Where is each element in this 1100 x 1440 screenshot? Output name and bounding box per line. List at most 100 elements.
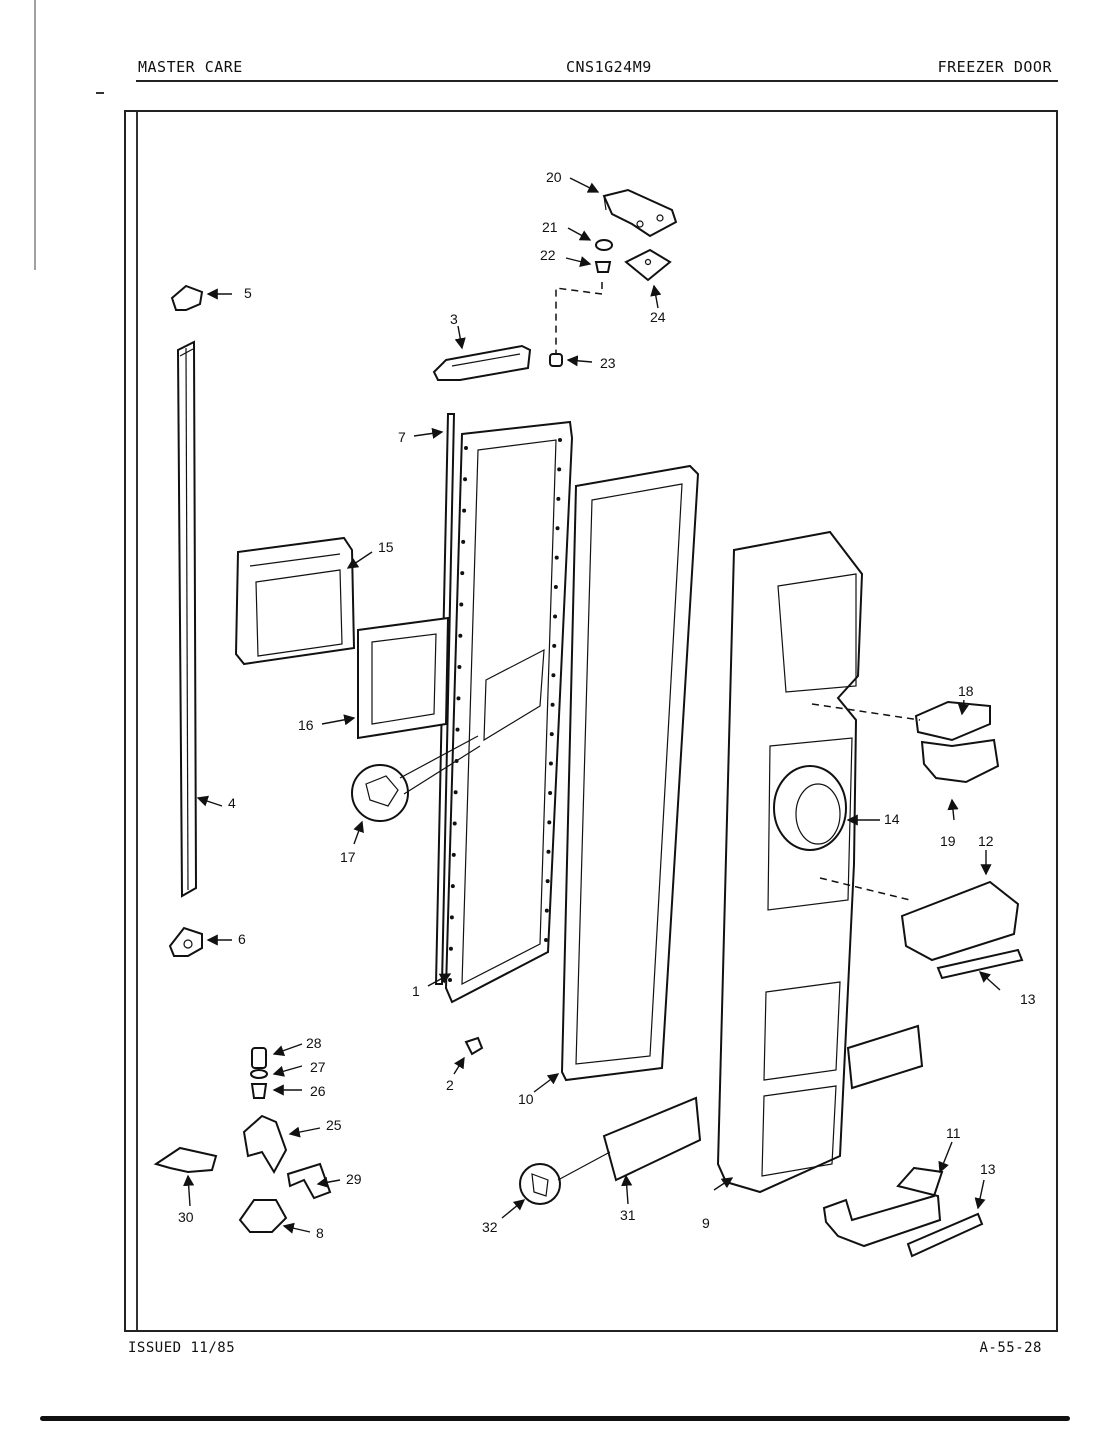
callout-20: 20 xyxy=(546,169,562,185)
rivet-dot xyxy=(455,727,460,732)
part-19-lamp-socket xyxy=(920,738,1000,784)
part-32-detail-circle xyxy=(519,1151,611,1205)
callout-28: 28 xyxy=(306,1035,322,1051)
callout-2: 2 xyxy=(446,1077,454,1093)
part-30-hinge-plate xyxy=(153,1146,218,1174)
callout-21: 21 xyxy=(542,219,558,235)
scan-bottom-bar xyxy=(40,1416,1070,1421)
scan-edge-mark xyxy=(34,0,36,270)
rivet-dot xyxy=(452,821,457,826)
rivet-dot xyxy=(548,790,553,795)
part-29-bracket xyxy=(286,1162,332,1200)
callout-10: 10 xyxy=(518,1091,534,1107)
rivet-dot xyxy=(548,761,553,766)
stray-mark xyxy=(96,92,104,94)
header-section: FREEZER DOOR xyxy=(937,58,1052,76)
rivet-dot xyxy=(546,849,551,854)
rivet-dot xyxy=(448,946,453,951)
rivet-dot xyxy=(555,526,560,531)
part-24-shim-plate xyxy=(624,248,672,282)
callout-12: 12 xyxy=(978,833,994,849)
header-rule xyxy=(136,80,1058,82)
part-25-bottom-hinge-bracket xyxy=(242,1114,288,1175)
callout-13-lower: 13 xyxy=(980,1161,996,1177)
part-6-door-stop xyxy=(168,926,203,957)
rivet-dot xyxy=(451,852,456,857)
rivet-dot xyxy=(558,438,562,442)
frame-inner-rule xyxy=(136,112,138,1330)
callout-18: 18 xyxy=(958,683,974,699)
rivet-dot xyxy=(554,555,559,560)
part-12-door-shelf xyxy=(900,880,1020,962)
rivet-dot xyxy=(449,915,454,920)
callout-25: 25 xyxy=(326,1117,342,1133)
callout-13: 13 xyxy=(1020,991,1036,1007)
part-18-ice-dispenser-cover xyxy=(914,700,991,742)
rivet-dot xyxy=(464,446,468,450)
callout-5: 5 xyxy=(244,285,252,301)
callout-14: 14 xyxy=(884,811,900,827)
callout-24: 24 xyxy=(650,309,666,325)
callout-27: 27 xyxy=(310,1059,326,1075)
rivet-dot xyxy=(551,673,556,678)
part-5-door-stop xyxy=(170,284,204,311)
callout-30: 30 xyxy=(178,1209,194,1225)
assembly-line-18 xyxy=(811,703,921,721)
header-brand: MASTER CARE xyxy=(138,58,243,76)
part-17-detail-circle xyxy=(351,735,481,822)
callout-6: 6 xyxy=(238,931,246,947)
callout-19: 19 xyxy=(940,833,956,849)
callout-17: 17 xyxy=(340,849,356,865)
rivet-dot xyxy=(462,508,467,513)
rivet-dot xyxy=(549,732,554,737)
callout-15: 15 xyxy=(378,539,394,555)
callout-7: 7 xyxy=(398,429,406,445)
assembly-line-hinge xyxy=(555,282,603,354)
callout-22: 22 xyxy=(540,247,556,263)
part-22-bushing xyxy=(594,261,612,273)
part-23-bushing xyxy=(549,353,563,367)
rivet-dot xyxy=(544,908,549,913)
footer-page-code: A-55-28 xyxy=(979,1340,1042,1356)
leader-lines xyxy=(183,177,1001,1234)
rivet-dot xyxy=(556,496,561,501)
assembly-line-12 xyxy=(819,877,911,901)
part-13-shelf-trim-lower xyxy=(906,1212,984,1258)
callout-3: 3 xyxy=(450,311,458,327)
part-27-washer xyxy=(250,1069,268,1079)
rivet-dot xyxy=(552,643,557,648)
rivet-dot xyxy=(461,539,466,544)
part-16-trim-frame xyxy=(357,616,450,740)
callout-8: 8 xyxy=(316,1225,324,1241)
rivet-dot xyxy=(450,884,455,889)
part-11-door-bin xyxy=(822,1166,944,1248)
rivet-dot xyxy=(458,633,463,638)
rivet-dot xyxy=(463,477,468,482)
part-21-washer xyxy=(595,239,613,251)
part-4-door-gasket xyxy=(176,340,198,898)
callout-26: 26 xyxy=(310,1083,326,1099)
rivet-dot xyxy=(550,702,555,707)
callout-9: 9 xyxy=(702,1215,710,1231)
callout-29: 29 xyxy=(346,1171,362,1187)
diagram-frame xyxy=(124,110,1058,1332)
rivet-dot xyxy=(457,665,462,670)
rivet-dot xyxy=(459,602,464,607)
footer-issued: ISSUED 11/85 xyxy=(128,1340,236,1356)
part-20-top-hinge xyxy=(602,188,678,238)
rivet-dot xyxy=(453,790,458,795)
part-13-shelf-trim-upper xyxy=(936,948,1024,980)
part-2-nut xyxy=(464,1036,484,1056)
part-28-pin xyxy=(251,1047,267,1069)
part-26-bushing xyxy=(250,1083,268,1099)
callout-1: 1 xyxy=(412,983,420,999)
callout-31: 31 xyxy=(620,1207,636,1223)
callout-labels: 1 2 3 4 5 6 7 8 9 10 11 12 13 14 15 16 1… xyxy=(178,169,1036,1241)
part-8-door-closer-cam xyxy=(238,1199,288,1233)
rivet-dot xyxy=(456,696,461,701)
part-3-door-cap xyxy=(432,344,532,381)
rivet-dot xyxy=(544,938,548,942)
header-model: CNS1G24M9 xyxy=(566,58,652,76)
callout-4: 4 xyxy=(228,795,236,811)
